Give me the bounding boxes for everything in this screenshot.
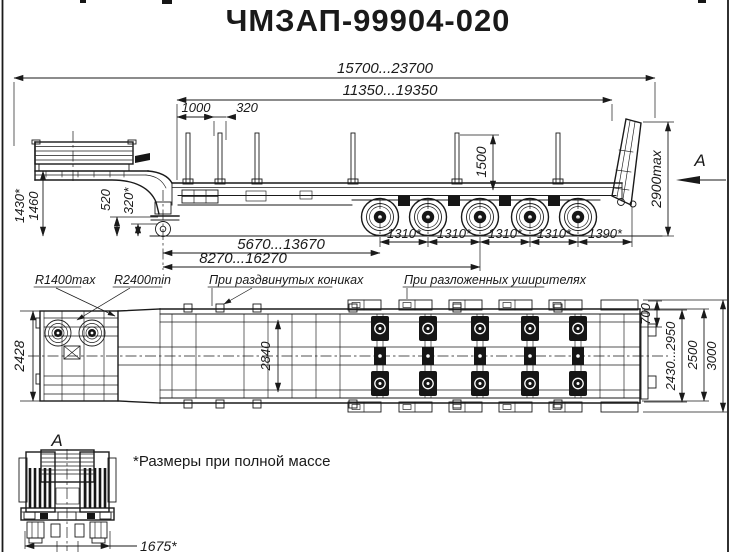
dim-front-overhang: 1000: [182, 100, 212, 115]
dim-kingpin-bogie: 8270...16270: [199, 250, 287, 267]
dim-axle-spacing-5: 1390*: [588, 226, 623, 241]
dim-overall-width: 3000: [704, 341, 719, 371]
dim-gooseneck-width: 2428: [11, 340, 27, 372]
dim-axle-spacing-2: 1310*: [437, 226, 472, 241]
rear-view-label: A: [50, 431, 62, 450]
dim-wideners-span: 2430...2950: [663, 321, 678, 391]
callout-front-radius: R1400max: [35, 273, 96, 287]
callout-wideners-unfolded: При разложенных уширителях: [404, 273, 587, 287]
dim-height-empty: 1460: [26, 191, 41, 221]
dim-frame-width: 2840: [258, 341, 273, 372]
side-view-dimensions: 15700...23700 11350...19350 1000 320 143…: [12, 60, 726, 271]
dim-stake-height: 1500: [473, 146, 489, 177]
dim-axle-spacing-1: 1310*: [387, 226, 422, 241]
rear-view: A: [18, 431, 177, 552]
note-text: *Размеры при полной массе: [133, 453, 330, 470]
dim-kingpin-height: 520: [98, 188, 113, 210]
dim-kingpin-axle1: 5670...13670: [237, 236, 325, 253]
dim-stake-offset: 320: [236, 100, 258, 115]
dim-axle-spacing-3: 1310*: [488, 226, 523, 241]
plan-view-dimensions: 2428 2840 700 2430...2950 2500 3000: [11, 299, 727, 413]
callouts: R1400max R2400min При раздвинутых коника…: [33, 273, 587, 321]
dim-deck-width: 2500: [685, 340, 700, 371]
plan-view: [28, 299, 668, 413]
drawing-title: ЧМЗАП-99904-020: [226, 3, 511, 38]
dim-overall-length: 15700...23700: [337, 60, 434, 77]
dim-support-track: 1675*: [140, 538, 177, 552]
view-arrow-label: A: [693, 151, 705, 170]
dim-height-laden: 1430*: [12, 188, 27, 223]
callout-swing-radius: R2400min: [114, 273, 171, 287]
side-view: [31, 118, 663, 270]
dim-rear-height: 2900max: [648, 149, 664, 209]
callout-stakes-extended: При раздвинутых кониках: [209, 273, 364, 287]
dim-kingpin-height-laden: 320*: [121, 187, 136, 215]
dim-axle-spacing-4: 1310*: [537, 226, 572, 241]
dim-deck-length: 11350...19350: [343, 82, 438, 99]
dim-widener-width: 700: [638, 302, 653, 324]
